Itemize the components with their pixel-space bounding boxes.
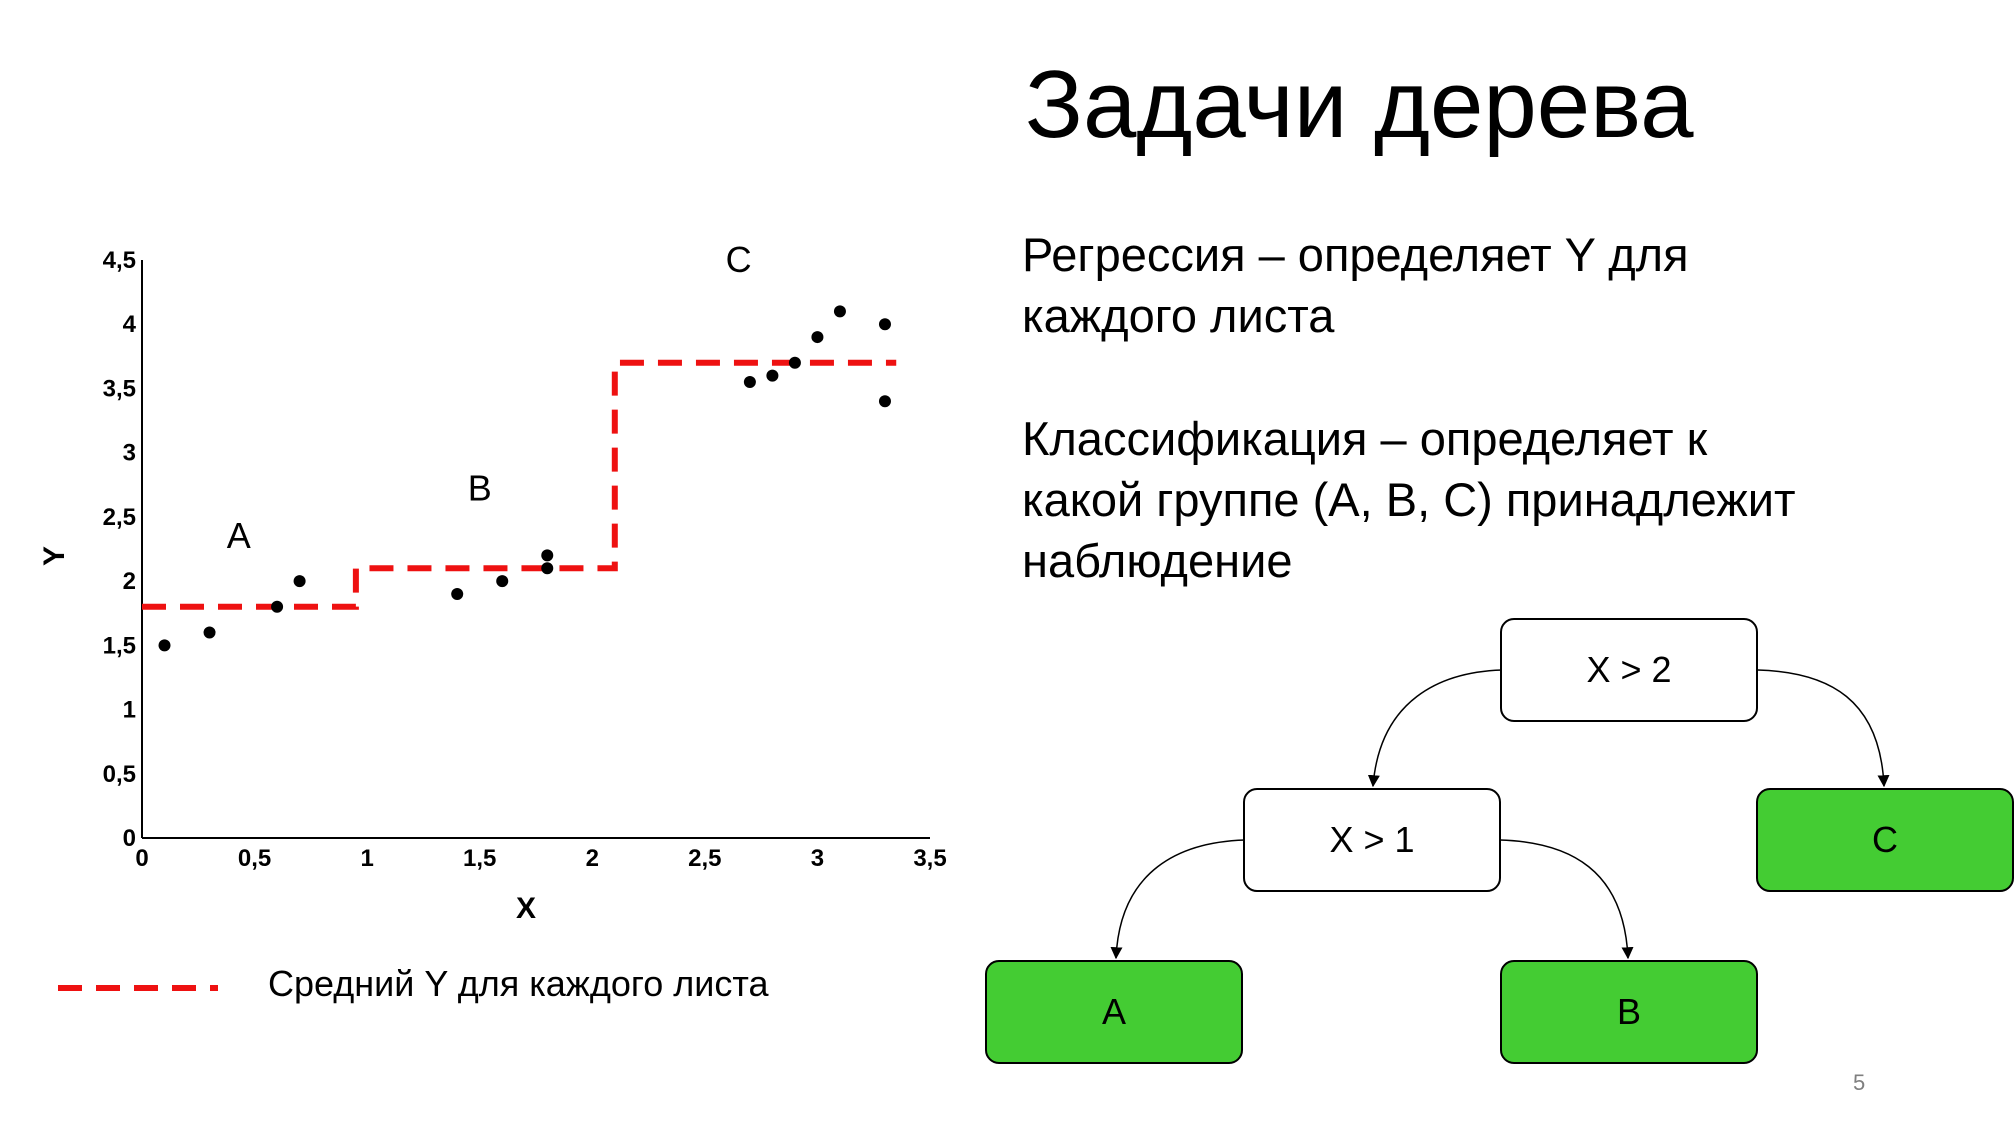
y-tick-label: 4 bbox=[123, 311, 137, 338]
data-point bbox=[541, 549, 554, 562]
classification-line-2: какой группе (A, B, C) принадлежит bbox=[1022, 473, 1796, 526]
x-axis-title: X bbox=[516, 892, 536, 925]
y-tick-label: 1 bbox=[123, 697, 136, 724]
x-tick-label: 2 bbox=[586, 845, 599, 872]
x-tick-label: 2,5 bbox=[688, 845, 721, 872]
tree-leaf-c-label: C bbox=[1872, 819, 1898, 860]
x-tick-label: 3 bbox=[811, 845, 824, 872]
tree-leaf-b: B bbox=[1500, 960, 1758, 1064]
classification-line-1: Классификация – определяет к bbox=[1022, 412, 1708, 465]
data-point bbox=[811, 331, 824, 344]
group-label-b: B bbox=[468, 468, 492, 509]
x-tick-label: 1,5 bbox=[463, 845, 496, 872]
tree-node-mid: X > 1 bbox=[1243, 788, 1501, 892]
edge-root-to-mid bbox=[1367, 669, 1503, 788]
regression-line-2: каждого листа bbox=[1022, 289, 1335, 342]
tree-node-root-label: X > 2 bbox=[1586, 649, 1672, 690]
mean-y-step-line bbox=[142, 359, 897, 610]
data-point bbox=[541, 562, 554, 575]
data-point bbox=[158, 639, 171, 652]
page-number: 5 bbox=[1853, 1070, 1866, 1095]
group-label-c: C bbox=[726, 239, 752, 280]
tree-leaf-a-label: A bbox=[1101, 991, 1126, 1032]
x-tick-label: 0 bbox=[135, 845, 148, 872]
data-point bbox=[496, 575, 509, 588]
legend-label: Средний Y для каждого листа bbox=[268, 963, 769, 1004]
tree-leaf-a: A bbox=[985, 960, 1243, 1064]
data-point bbox=[878, 395, 891, 408]
y-tick-label: 2 bbox=[123, 568, 136, 595]
x-tick-label: 1 bbox=[360, 845, 373, 872]
data-point bbox=[271, 600, 284, 613]
data-point bbox=[788, 356, 801, 369]
y-tick-label: 3,5 bbox=[103, 375, 136, 402]
data-point bbox=[293, 575, 306, 588]
x-tick-label: 0,5 bbox=[238, 845, 271, 872]
data-point bbox=[203, 626, 216, 639]
data-point bbox=[833, 305, 846, 318]
tree-node-root: X > 2 bbox=[1500, 618, 1758, 722]
y-tick-label: 0,5 bbox=[103, 761, 136, 788]
regression-description: Регрессия – определяет Y для каждого лис… bbox=[1022, 224, 2002, 346]
edge-mid-to-b bbox=[1499, 839, 1634, 960]
y-tick-label: 3 bbox=[123, 440, 136, 467]
classification-line-3: наблюдение bbox=[1022, 534, 1293, 587]
tree-node-mid-label: X > 1 bbox=[1329, 819, 1415, 860]
y-tick-label: 1,5 bbox=[103, 632, 136, 659]
data-point bbox=[451, 587, 464, 600]
y-tick-label: 4,5 bbox=[103, 247, 136, 274]
data-point bbox=[878, 318, 891, 331]
y-tick-label: 0 bbox=[123, 825, 136, 852]
x-tick-label: 3,5 bbox=[913, 845, 946, 872]
regression-line-1: Регрессия – определяет Y для bbox=[1022, 228, 1689, 281]
group-label-a: A bbox=[227, 515, 251, 556]
slide-title: Задачи дерева bbox=[1025, 51, 1694, 158]
data-point bbox=[766, 369, 779, 382]
data-point bbox=[743, 376, 756, 389]
y-tick-label: 2,5 bbox=[103, 504, 136, 531]
tree-leaf-c: C bbox=[1756, 788, 2014, 892]
classification-description: Классификация – определяет к какой групп… bbox=[1022, 408, 2002, 591]
edge-mid-to-a bbox=[1110, 839, 1246, 960]
edge-root-to-c bbox=[1757, 669, 1890, 788]
y-axis-title: Y bbox=[38, 546, 71, 566]
tree-leaf-b-label: B bbox=[1616, 991, 1641, 1032]
